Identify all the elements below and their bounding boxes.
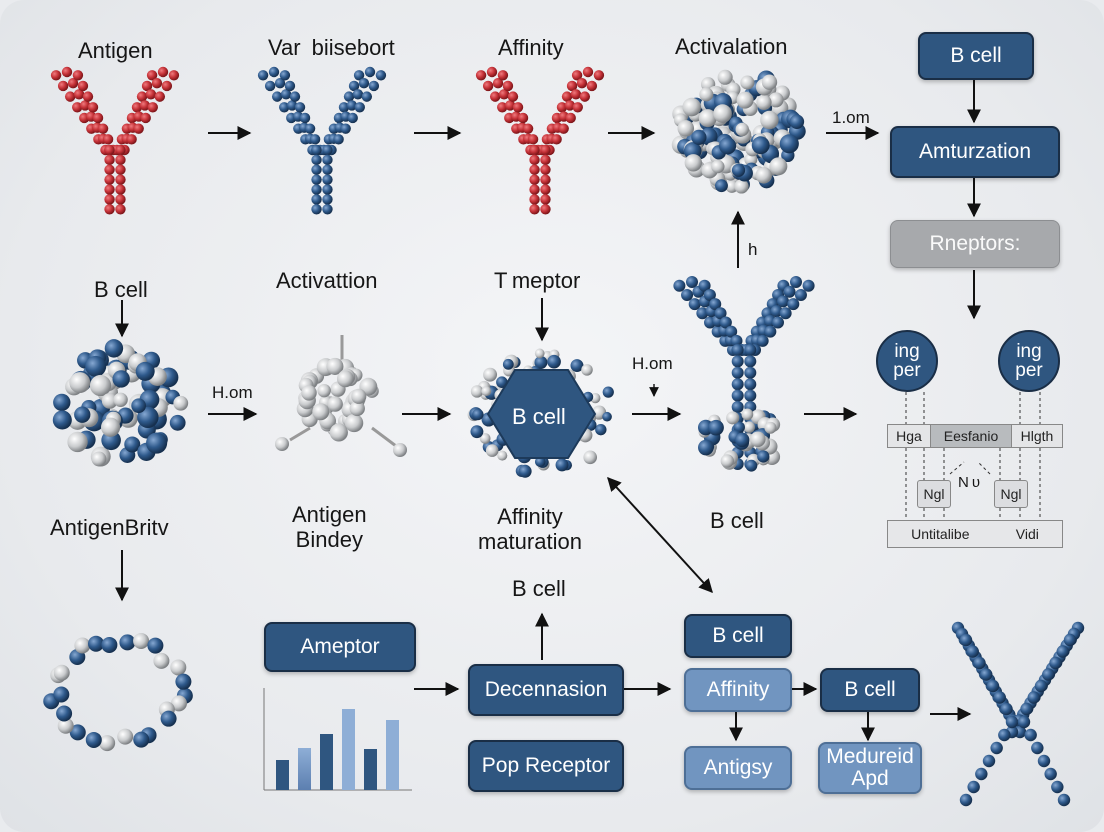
ing-per-circle-left[interactable]: ing per — [876, 330, 938, 392]
panel-cell-hga: Hga — [887, 424, 931, 448]
panel-bottom-left-text: Untitalibe — [911, 526, 970, 542]
chart-bar — [276, 760, 289, 790]
label-antigen-brity: AntigenBritv — [50, 515, 169, 540]
label-antigen-bindey-line2: Bindey — [295, 527, 363, 553]
label-one-om: 1.om — [832, 108, 870, 127]
pop-receptor-box[interactable]: Pop Receptor — [468, 740, 624, 792]
panel-ngl-right: Ngl — [994, 480, 1028, 508]
antibody-blue-2 — [673, 276, 815, 470]
antibody-x-large — [951, 621, 1085, 807]
medureid-line2: Apd — [851, 767, 889, 790]
chart-bar — [298, 748, 311, 790]
antibody-base-cluster — [698, 408, 781, 472]
label-activation-mid: Activattion — [276, 268, 378, 293]
rneptors-box[interactable]: Rneptors: — [890, 220, 1060, 268]
b-cell-cluster-left — [52, 339, 189, 467]
label-b-cell-hexagon: B cell — [512, 404, 566, 429]
decennasion-box[interactable]: Decennasion — [468, 664, 624, 716]
panel-bottom-bar: Untitalibe Vidi — [887, 520, 1063, 548]
label-affinity-maturation-line2: maturation — [478, 529, 582, 555]
b-cell-box-top[interactable]: B cell — [918, 32, 1034, 80]
ing-per-left-line2: per — [893, 360, 921, 381]
antigen-ring-chain — [43, 632, 193, 752]
label-receptor-mid: T meptor — [494, 268, 581, 293]
label-variable: Var biisebort — [268, 35, 395, 60]
ing-per-right-line1: ing — [1016, 341, 1042, 362]
medureid-box[interactable]: Medureid Apd — [818, 742, 922, 794]
chart-bar — [320, 734, 333, 790]
label-antigen-bindey: Antigen Bindey — [292, 502, 367, 553]
antibody-blue-1 — [257, 66, 387, 215]
ing-per-left-line1: ing — [894, 341, 920, 362]
chart-bar — [364, 749, 377, 790]
label-affinity-maturation-line1: Affinity — [497, 504, 563, 529]
label-activation-top: Activalation — [675, 34, 788, 59]
label-b-cell-up: B cell — [512, 576, 566, 601]
affinity-box[interactable]: Affinity — [684, 668, 792, 712]
activation-cluster — [671, 69, 806, 194]
arrow-group — [115, 80, 981, 742]
amturization-box[interactable]: Amturzation — [890, 126, 1060, 178]
panel-bottom-right-text: Vidi — [1015, 526, 1039, 542]
antibody-red-1 — [50, 66, 180, 215]
antigen-grey-cluster — [275, 335, 407, 457]
panel-cell-eesfanio: Eesfanio — [930, 424, 1012, 448]
b-cell-box-bottom-top[interactable]: B cell — [684, 614, 792, 658]
label-h-om-right: H.om — [632, 354, 673, 373]
ameptor-box[interactable]: Ameptor — [264, 622, 416, 672]
label-antigen-bindey-line1: Antigen — [292, 502, 367, 527]
panel-ngl-left: Ngl — [917, 480, 951, 508]
chart-bar — [386, 720, 399, 790]
chart-bar — [342, 709, 355, 790]
label-b-cell-lower: B cell — [710, 508, 764, 533]
panel-cell-hlgth: Hlgth — [1011, 424, 1063, 448]
antigsy-box[interactable]: Antigsy — [684, 746, 792, 790]
ing-per-right-line2: per — [1015, 360, 1043, 381]
label-b-cell-left: B cell — [94, 277, 148, 302]
label-h-up: h — [748, 240, 758, 259]
label-h-om-left: H.om — [212, 383, 253, 402]
antibody-red-2 — [475, 66, 605, 215]
b-cell-hexagon — [486, 369, 597, 459]
label-affinity: Affinity — [498, 35, 564, 60]
ing-per-circle-right[interactable]: ing per — [998, 330, 1060, 392]
b-cell-box-bottom-right[interactable]: B cell — [820, 668, 920, 712]
medureid-line1: Medureid — [826, 744, 914, 768]
mini-bar-chart — [263, 688, 412, 791]
label-antigen: Antigen — [78, 38, 153, 63]
label-affinity-maturation: Affinity maturation — [478, 504, 582, 555]
panel-ngl-mid: N υ — [958, 474, 981, 491]
